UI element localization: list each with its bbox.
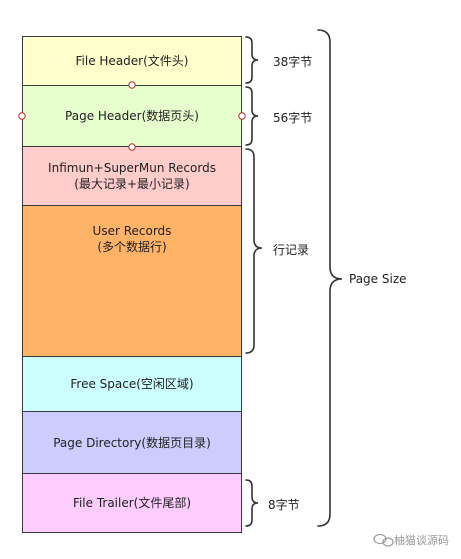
file-header-block: File Header(文件头) xyxy=(22,36,242,86)
page-header-label: Page Header(数据页头) xyxy=(65,109,199,123)
row-records-brace xyxy=(245,148,263,354)
row-records-label: 行记录 xyxy=(273,243,310,257)
page-header-brace xyxy=(245,86,259,146)
watermark: 柚猫谈源码 xyxy=(368,532,449,548)
page-size-brace xyxy=(317,29,343,527)
file-trailer-size-label: 8字节 xyxy=(268,498,300,512)
free-space-label: Free Space(空闲区域) xyxy=(70,377,194,391)
watermark-text: 柚猫谈源码 xyxy=(394,534,449,547)
page-size-label: Page Size xyxy=(349,272,407,286)
user-records-block: User Records (多个数据行) xyxy=(22,205,242,357)
page-header-size-label: 56字节 xyxy=(273,111,313,125)
connector-dot xyxy=(18,112,26,120)
file-header-brace xyxy=(245,36,259,84)
connector-dot xyxy=(128,143,136,151)
infimum-supremum-block: Infimun+SuperMun Records (最大记录+最小记录) xyxy=(22,146,242,206)
infimum-sublabel: (最大记录+最小记录) xyxy=(74,177,190,191)
file-header-size-label: 38字节 xyxy=(273,55,313,69)
file-trailer-label: File Trailer(文件尾部) xyxy=(72,496,192,510)
file-header-label: File Header(文件头) xyxy=(75,54,189,68)
user-records-label: User Records xyxy=(92,224,172,238)
page-directory-block: Page Directory(数据页目录) xyxy=(22,411,242,474)
file-trailer-brace xyxy=(245,479,259,527)
chat-bubble-icon xyxy=(373,533,394,547)
page-directory-label: Page Directory(数据页目录) xyxy=(53,435,211,450)
connector-dot xyxy=(128,81,136,89)
connector-dot xyxy=(238,112,246,120)
user-records-sublabel: (多个数据行) xyxy=(97,240,167,254)
file-trailer-block: File Trailer(文件尾部) xyxy=(22,473,242,533)
infimum-label: Infimun+SuperMun Records xyxy=(48,161,216,175)
free-space-block: Free Space(空闲区域) xyxy=(22,356,242,412)
